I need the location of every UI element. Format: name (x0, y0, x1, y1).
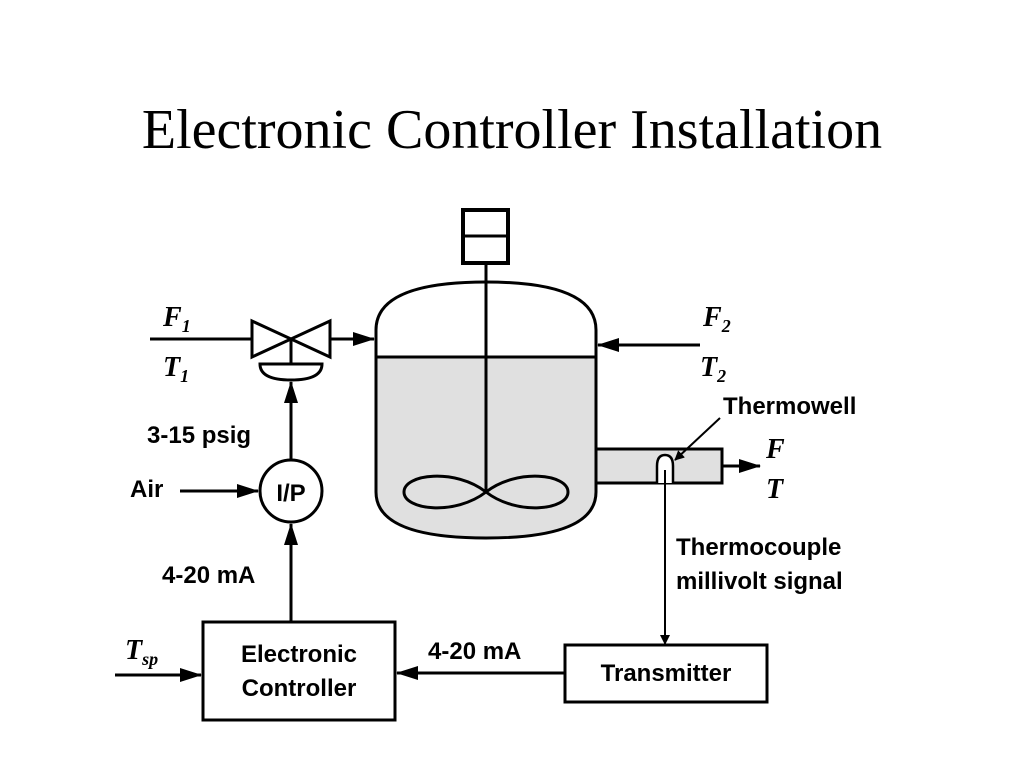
f2-label: F2 (702, 302, 731, 336)
transmitter-label: Transmitter (601, 660, 732, 687)
transmitter-box (563, 643, 769, 704)
inlet-1 (150, 318, 375, 382)
outlet-pipe (594, 417, 761, 485)
air-label: Air (130, 476, 163, 503)
t1-label: T1 (163, 352, 189, 386)
impeller-icon (402, 474, 570, 510)
pressure-signal-label: 3-15 psig (147, 422, 251, 449)
controller-label-line2: Controller (242, 675, 357, 702)
ma-upper-label: 4-20 mA (162, 562, 255, 589)
agitator (402, 208, 570, 510)
ma-lower-label: 4-20 mA (428, 638, 521, 665)
f-out-label: F (765, 434, 785, 465)
thermocouple-label-line2: millivolt signal (676, 568, 843, 595)
setpoint-label: Tsp (125, 635, 158, 669)
t2-label: T2 (700, 352, 726, 386)
t-out-label: T (766, 474, 785, 505)
f1-label: F1 (162, 302, 191, 336)
controller-label-line1: Electronic (241, 641, 357, 668)
thermowell-label: Thermowell (723, 393, 856, 420)
page-title: Electronic Controller Installation (141, 99, 883, 161)
thermocouple-label-line1: Thermocouple (676, 534, 841, 561)
tank-outline (374, 280, 598, 540)
ip-label: I/P (276, 480, 305, 507)
valve-actuator-icon (258, 362, 324, 382)
controller-box (201, 620, 397, 722)
thermowell-icon (655, 453, 675, 483)
